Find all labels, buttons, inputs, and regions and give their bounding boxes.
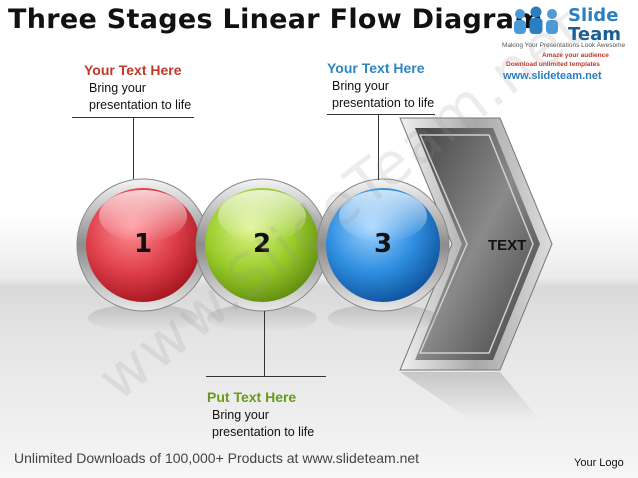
callout-1-heading: Your Text Here [84, 62, 182, 78]
callout-2-connector [378, 114, 379, 180]
callout-2-rule [327, 114, 435, 115]
callout-3-rule [206, 376, 326, 377]
brand-tagline: Making Your Presentations Look Awesome [502, 42, 626, 49]
callout-3-connector [264, 311, 265, 376]
arrow-label: TEXT [488, 237, 527, 254]
chevron-arrow [399, 117, 553, 420]
stage-1-circle [76, 178, 210, 332]
stage-2-number: 2 [252, 229, 272, 259]
stage-2-circle [195, 178, 329, 332]
callout-2-body: Bring your presentation to life [332, 79, 435, 110]
brand-name: Slide Team [568, 5, 621, 45]
stage-1-number: 1 [133, 229, 153, 259]
logo-placeholder: Your Logo [574, 457, 624, 469]
footer-text: Unlimited Downloads of 100,000+ Products… [14, 450, 420, 466]
callout-3-body: Bring your presentation to life [212, 408, 315, 439]
brand-line-1: Amaze your audience [542, 52, 609, 59]
stage-3-circle [316, 178, 450, 332]
callout-2-heading: Your Text Here [327, 60, 425, 76]
callout-3-heading: Put Text Here [207, 389, 297, 405]
callout-1-connector [133, 117, 134, 179]
callout-1-body: Bring your presentation to life [89, 81, 192, 112]
brand-line-2: Download unlimited templates [506, 61, 600, 68]
brand-url: www.slideteam.net [503, 70, 602, 82]
slide-title: Three Stages Linear Flow Diagram [8, 4, 543, 35]
stage-3-number: 3 [373, 229, 393, 259]
slideteam-logo [514, 6, 558, 34]
